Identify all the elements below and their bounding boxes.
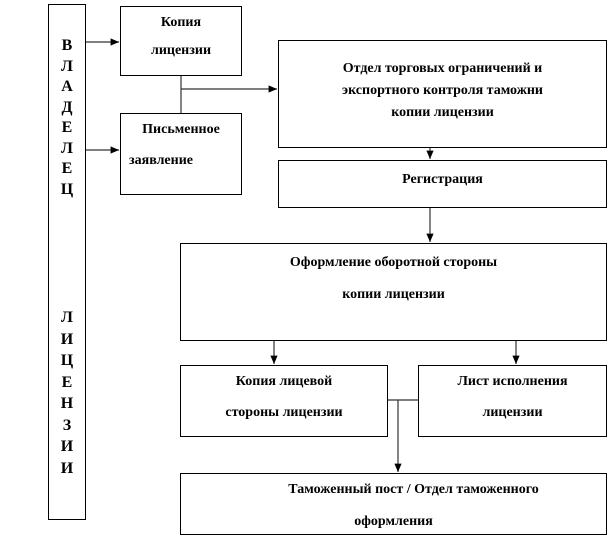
license-letter: Е	[61, 373, 73, 391]
box-text: лицензии	[482, 405, 543, 420]
trade-dept-box: Отдел торговых ограничений и экспортного…	[278, 40, 607, 148]
box-text: Лист исполнения	[457, 374, 568, 389]
license-letter: Н	[60, 395, 74, 412]
front-copy-box: Копия лицевой стороны лицензии	[180, 365, 388, 437]
customs-post-box: Таможенный пост / Отдел таможенного офор…	[180, 473, 607, 535]
box-text: экспортного контроля таможни	[342, 83, 543, 98]
reverse-side-box: Оформление оборотной стороны копии лицен…	[180, 243, 607, 341]
license-letter: З	[62, 416, 72, 434]
box-text: Таможенный пост / Отдел таможенного	[288, 482, 539, 497]
box-text: Копия лицевой	[235, 374, 333, 389]
box-text: Регистрация	[402, 172, 483, 187]
license-letter: И	[60, 438, 74, 455]
box-text: Оформление оборотной стороны	[289, 255, 498, 270]
box-text: Копия	[160, 15, 202, 30]
owner-letter: Е	[61, 160, 73, 177]
owner-letter: Л	[61, 139, 73, 157]
owner-letter: В	[61, 37, 73, 54]
license-copy-box: Копия лицензии	[120, 6, 242, 76]
box-text: Письменное	[142, 122, 220, 137]
license-letter: Ц	[60, 352, 74, 369]
owner-letter: Л	[61, 57, 73, 75]
owner-letter: Е	[61, 119, 73, 136]
box-text: Отдел торговых ограничений и	[342, 61, 543, 76]
license-letter: И	[60, 330, 74, 348]
box-text: оформления	[354, 514, 433, 529]
license-letter: Л	[61, 309, 73, 326]
box-text: стороны лицензии	[225, 405, 343, 420]
box-text: копии лицензии	[342, 287, 445, 302]
license-letter: И	[60, 459, 74, 477]
owner-letter: А	[61, 78, 73, 95]
box-text: копии лицензии	[391, 105, 494, 120]
box-text: заявление	[129, 153, 193, 168]
execution-sheet-box: Лист исполнения лицензии	[418, 365, 607, 437]
owner-letter: Ц	[60, 180, 74, 198]
owner-letter: Д	[61, 98, 73, 116]
box-text: лицензии	[150, 43, 212, 58]
registration-box: Регистрация	[278, 160, 607, 208]
written-application-box: Письменное заявление	[120, 113, 242, 195]
